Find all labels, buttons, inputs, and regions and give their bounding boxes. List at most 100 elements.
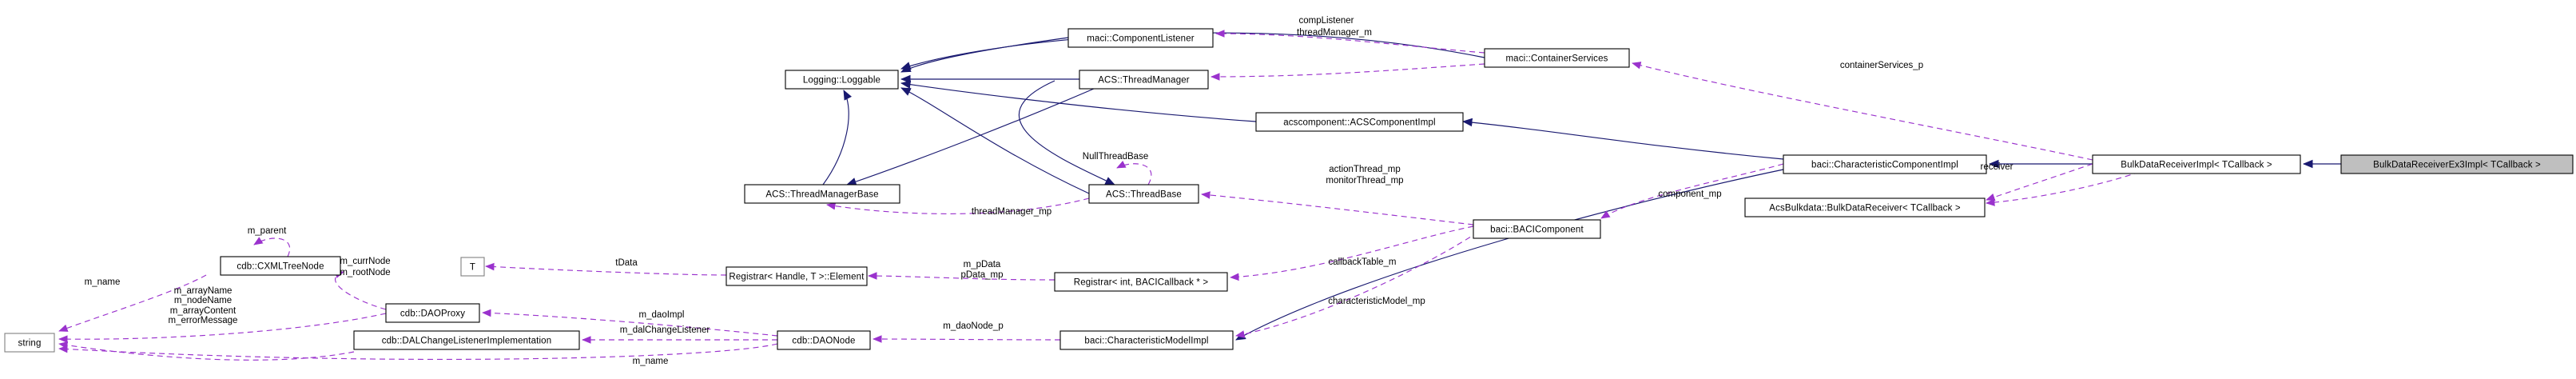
node-string[interactable]: string [4,333,55,353]
edge-label-m-name-left: m_name [85,277,121,287]
node-label-baci-bacicomponent: baci::BACIComponent [1490,225,1584,235]
edge-usage-callbacktable [1230,225,1474,281]
edge-label-m-currnode: m_currNode [340,257,390,266]
edge-usage-threadmanagermp [826,197,1090,214]
edge-label-m-rootnode: m_rootNode [340,268,390,277]
edge-label-threadmanager-mp: threadManager_mp [972,207,1051,217]
node-acscomponent-acscomponentimpl[interactable]: acscomponent::ACSComponentImpl [1255,112,1464,132]
edge-label-m-arrayname: m_arrayName [174,286,233,296]
edge-charmodelimpl-to-charcompimpl [1235,169,1784,341]
edge-label-m-name-bottom: m_name [633,357,669,366]
node-box-acsbulkdata-bulkdatareceiver[interactable] [1744,197,1986,217]
edge-usage-componentmp [1600,163,1784,219]
node-label-logging-loggable: Logging::Loggable [803,76,881,86]
edge-usage-mdaoimpl [482,309,778,337]
node-label-cdb-daoproxy: cdb::DAOProxy [400,309,465,319]
edge-usage-mname-bottom [58,343,778,361]
edge-labels: compListener threadManager_m containerSe… [85,16,2013,366]
edge-usage-complistener [1215,30,1485,54]
node-box-logging-loggable[interactable] [785,70,899,90]
edge-usage-daoproxy-string [58,313,387,343]
edge-usage-mparent [253,237,290,257]
node-label-cdb-dalchangelistenerimplementation: cdb::DALChangeListenerImplementation [382,337,552,346]
node-template-param-t[interactable]: T [460,257,485,277]
edge-label-m-arraycontent: m_arrayContent [170,306,237,316]
node-maci-componentlistener[interactable]: maci::ComponentListener [1067,28,1214,48]
edge-usage-containersvcp [1632,62,2093,161]
node-cdb-cxmltreenode[interactable]: cdb::CXMLTreeNode [220,256,341,276]
node-maci-containerservices[interactable]: maci::ContainerServices [1484,48,1630,68]
edge-label-monitorthread-mp: monitorThread_mp [1326,176,1403,186]
edge-label-m-pdata: m_pData [964,260,1001,269]
node-label-maci-componentlistener: maci::ComponentListener [1087,34,1195,44]
node-box-maci-containerservices[interactable] [1484,48,1630,68]
node-label-acs-threadmanagerbase: ACS::ThreadManagerBase [765,190,878,200]
edge-label-m-daoimpl: m_daoImpl [639,310,685,320]
node-box-cdb-cxmltreenode[interactable] [220,256,341,276]
node-registrar-handle-t-element[interactable]: Registrar< Handle, T >::Element [725,266,868,286]
node-box-bulkdatareceiverex3impl[interactable] [2340,154,2574,174]
node-baci-characteristicmodelimpl[interactable]: baci::CharacteristicModelImpl [1059,330,1234,350]
node-box-cdb-dalchangelistenerimplementation[interactable] [353,330,580,350]
node-logging-loggable[interactable]: Logging::Loggable [785,70,899,90]
node-cdb-daonode[interactable]: cdb::DAONode [777,330,871,350]
edge-threadmanager-to-threadmgrbase [846,80,1113,186]
node-box-baci-characteristiccomponentimpl[interactable] [1783,154,1987,174]
node-box-template-param-t[interactable] [460,257,485,277]
edge-usage-receiver [1986,163,2093,201]
node-label-registrar-handle-t-element: Registrar< Handle, T >::Element [729,273,865,282]
node-label-acscomponent-acscomponentimpl: acscomponent::ACSComponentImpl [1283,118,1436,128]
edge-label-pdata-mp: pData_mp [960,270,1003,280]
node-box-bulkdatareceiverimpl[interactable] [2092,154,2301,174]
node-cdb-daoproxy[interactable]: cdb::DAOProxy [385,303,480,323]
node-label-baci-characteristicmodelimpl: baci::CharacteristicModelImpl [1084,337,1208,346]
edge-usage-dalchange-string [58,341,355,361]
node-box-registrar-int-bacicallback[interactable] [1054,272,1228,292]
edge-usage-actionthread [1201,191,1474,225]
inheritance-edges [822,32,2341,341]
node-label-cdb-cxmltreenode: cdb::CXMLTreeNode [237,262,324,272]
edge-label-complistener: compListener [1298,16,1354,26]
node-box-cdb-daoproxy[interactable] [385,303,480,323]
node-acs-threadbase[interactable]: ACS::ThreadBase [1088,184,1199,204]
node-bulkdatareceiverimpl[interactable]: BulkDataReceiverImpl< TCallback > [2092,154,2301,174]
node-registrar-int-bacicallback[interactable]: Registrar< int, BACICallback * > [1054,272,1228,292]
edge-usage-threadmanagerm [1210,63,1485,81]
node-box-acs-threadmanager[interactable] [1079,70,1209,90]
node-label-registrar-int-bacicallback: Registrar< int, BACICallback * > [1074,278,1209,288]
edge-label-m-errormessage: m_errorMessage [169,316,238,325]
edge-complistener-to-loggable [900,37,1069,73]
node-box-baci-characteristicmodelimpl[interactable] [1059,330,1234,350]
edge-label-actionthread-mp: actionThread_mp [1329,165,1401,174]
node-label-template-param-t: T [470,263,475,273]
node-box-baci-bacicomponent[interactable] [1473,219,1601,239]
edge-usage-nullthreadbase [1116,161,1152,186]
node-box-string[interactable] [4,333,55,353]
node-label-maci-containerservices: maci::ContainerServices [1505,54,1608,64]
node-acs-threadmanager[interactable]: ACS::ThreadManager [1079,70,1209,90]
node-acs-threadmanagerbase[interactable]: ACS::ThreadManagerBase [744,184,900,204]
node-box-acs-threadmanagerbase[interactable] [744,184,900,204]
node-box-cdb-daonode[interactable] [777,330,871,350]
node-cdb-dalchangelistenerimplementation[interactable]: cdb::DALChangeListenerImplementation [353,330,580,350]
node-box-registrar-handle-t-element[interactable] [725,266,868,286]
edge-label-containerservices-p: containerServices_p [1840,61,1923,70]
node-box-acscomponent-acscomponentimpl[interactable] [1255,112,1464,132]
node-box-maci-componentlistener[interactable] [1067,28,1214,48]
node-baci-bacicomponent[interactable]: baci::BACIComponent [1473,219,1601,239]
node-label-bulkdatareceiverimpl: BulkDataReceiverImpl< TCallback > [2121,161,2272,170]
edge-label-m-dalchangelistener: m_dalChangeListener [620,325,710,335]
node-label-cdb-daonode: cdb::DAONode [792,337,855,346]
node-bulkdatareceiverex3impl[interactable]: BulkDataReceiverEx3Impl< TCallback > [2340,154,2574,174]
edge-label-tdata: tData [615,258,638,268]
node-label-baci-characteristiccomponentimpl: baci::CharacteristicComponentImpl [1811,161,1958,170]
edge-usage-tdata [485,262,727,276]
node-acsbulkdata-bulkdatareceiver[interactable]: AcsBulkdata::BulkDataReceiver< TCallback… [1744,197,1986,217]
node-baci-characteristiccomponentimpl[interactable]: baci::CharacteristicComponentImpl [1783,154,1987,174]
node-box-acs-threadbase[interactable] [1088,184,1199,204]
edge-usage-mdaonodep [873,335,1061,343]
diagram-nodes: Logging::Loggable maci::ComponentListene… [4,28,2574,353]
node-label-acsbulkdata-bulkdatareceiver: AcsBulkdata::BulkDataReceiver< TCallback… [1769,204,1961,213]
